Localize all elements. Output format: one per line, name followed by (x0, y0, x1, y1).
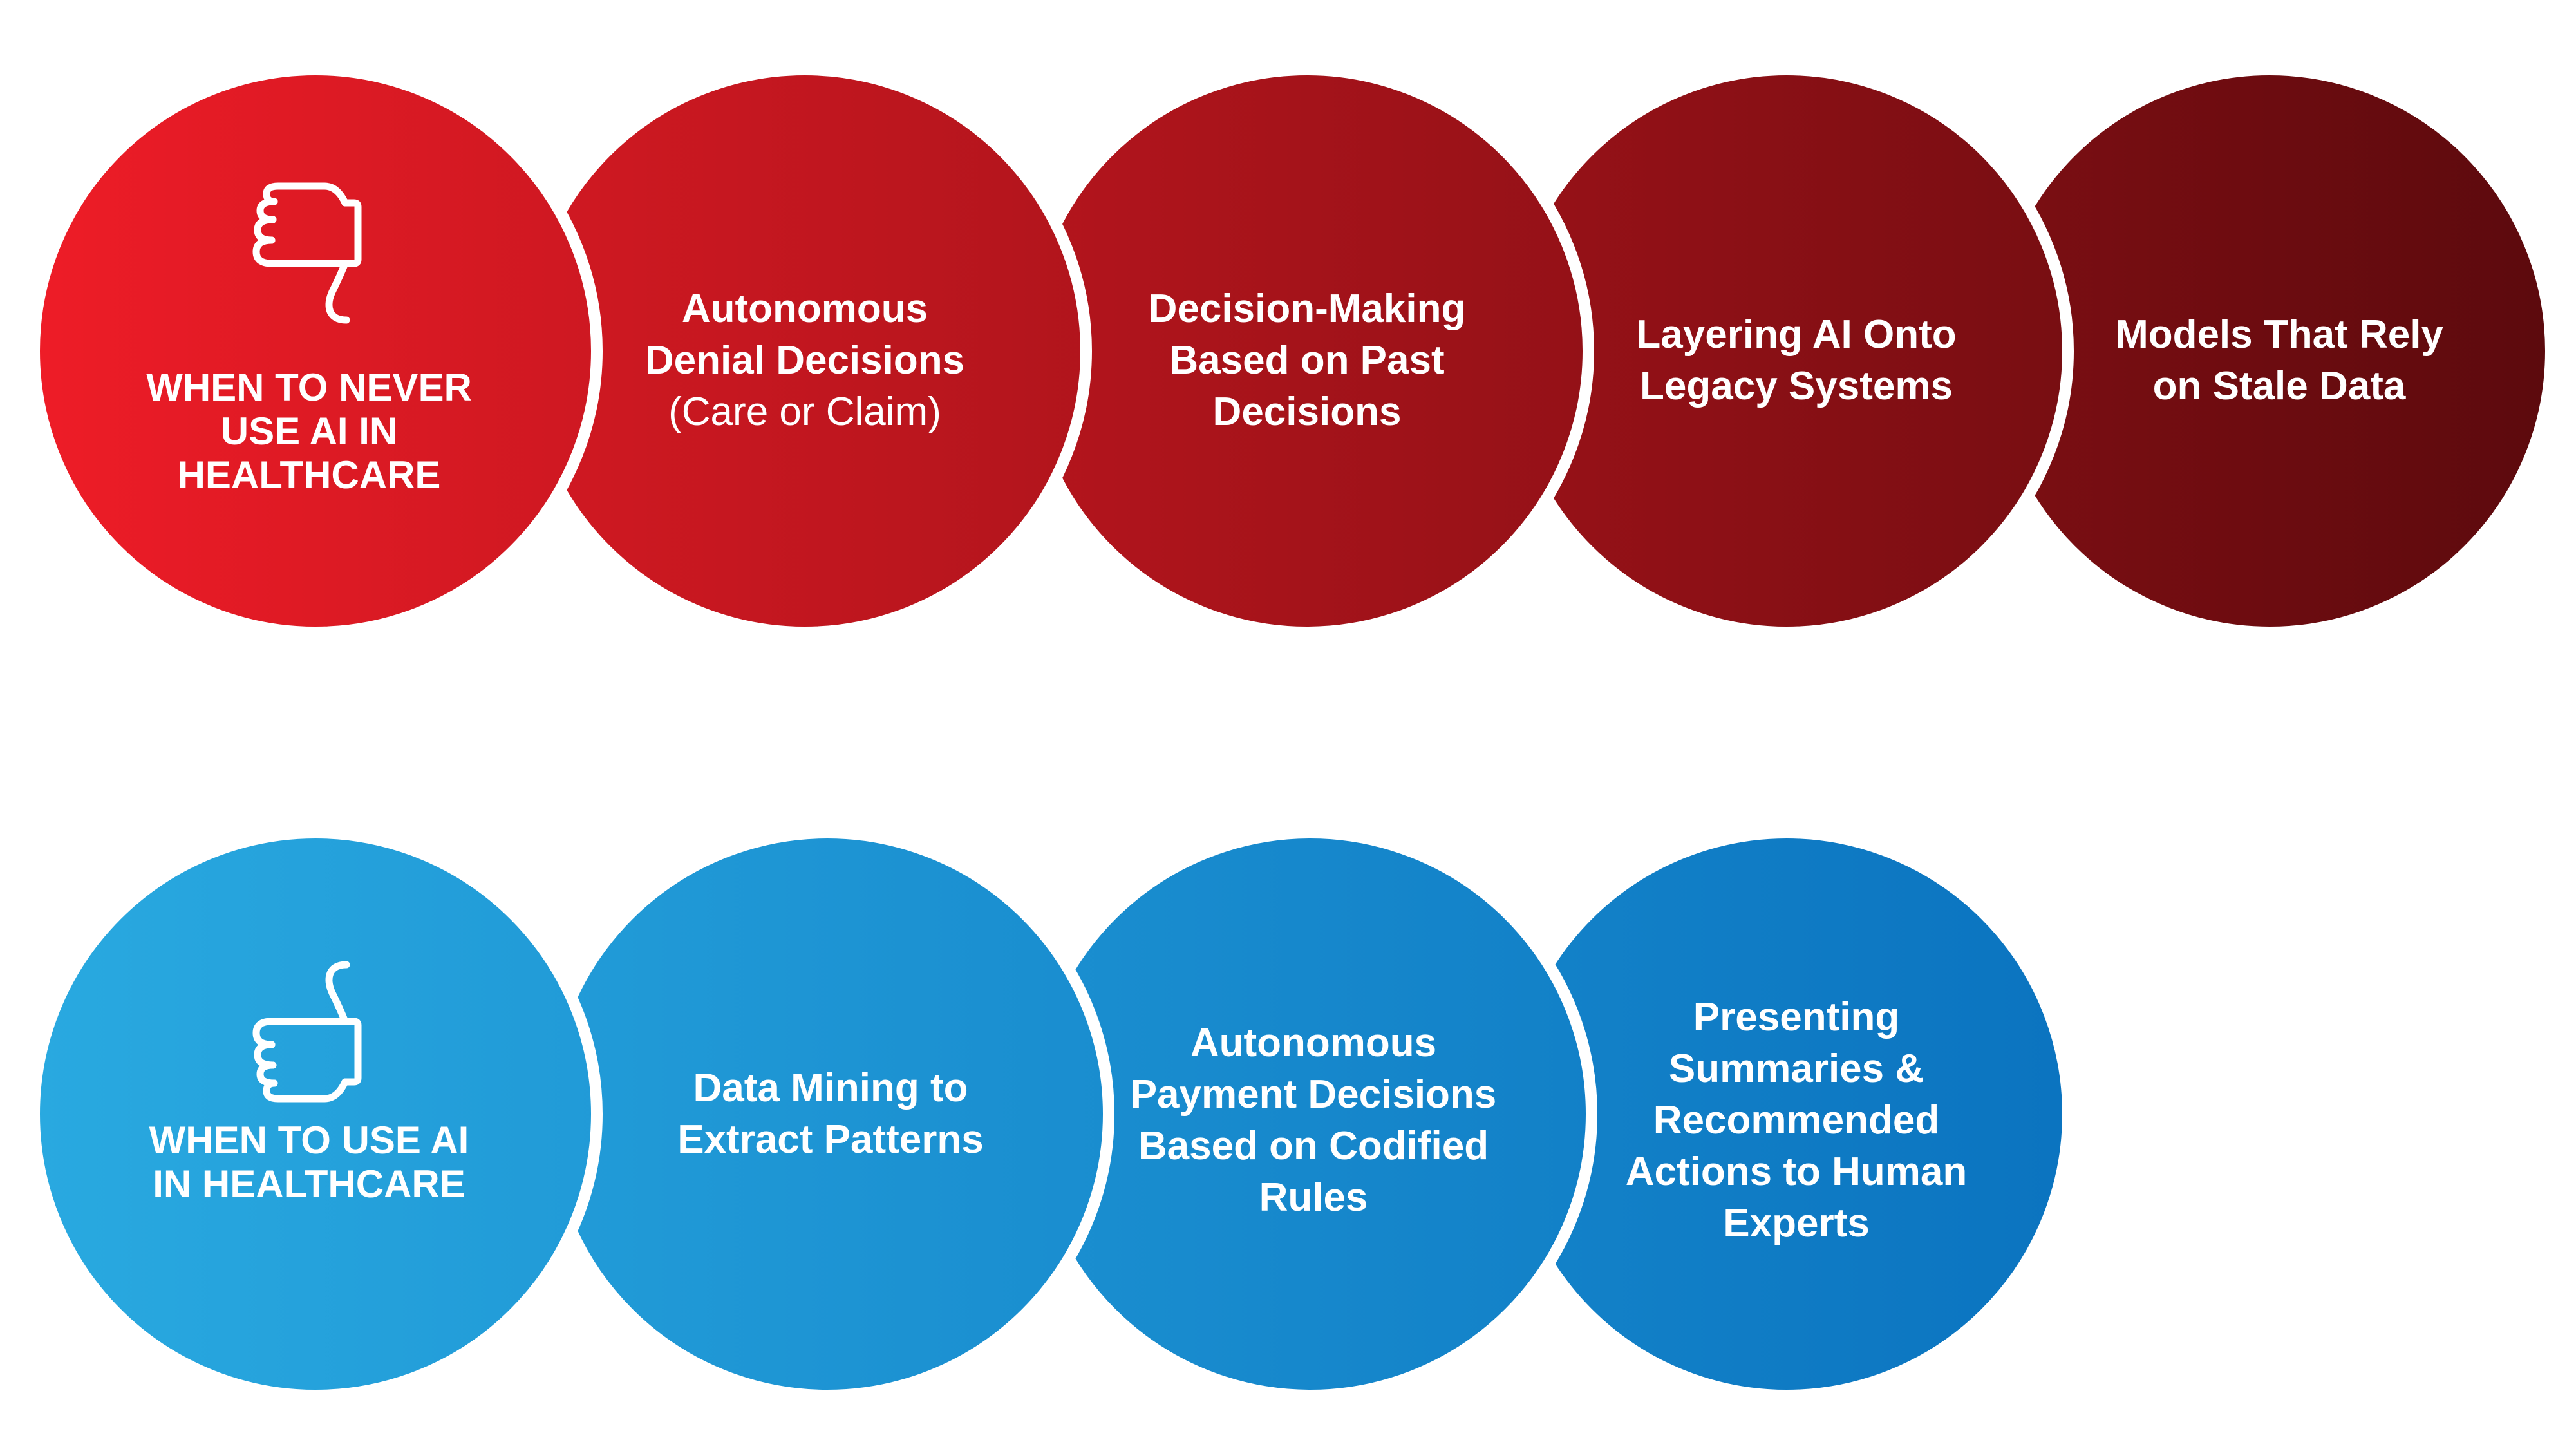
label-data-mining: Data Mining to Extract Patterns (637, 1056, 1024, 1172)
circle-never-use-ai (28, 64, 603, 638)
heading-line: WHEN TO NEVER (146, 366, 472, 409)
label-line: Layering AI Onto (1636, 312, 1957, 357)
label-past-decisions: Decision-Making Based on Past Decisions (1107, 277, 1507, 444)
label-line: Recommended (1653, 1098, 1940, 1142)
heading-line: HEALTHCARE (177, 453, 441, 497)
label-line: Actions to Human (1625, 1150, 1968, 1194)
use-ai-heading: WHEN TO USE AI IN HEALTHCARE (129, 1114, 489, 1211)
label-line: Decision-Making (1148, 287, 1466, 331)
label-stale-data: Models That Rely on Stale Data (2080, 303, 2479, 419)
label-line: Presenting (1693, 995, 1900, 1039)
label-line: Based on Codified (1138, 1124, 1489, 1168)
thumbs-down-icon (252, 182, 362, 324)
label-line: Denial Decisions (644, 338, 965, 383)
heading-line: WHEN TO USE AI (149, 1119, 469, 1162)
label-line: Rules (1259, 1175, 1368, 1220)
bottom-row-circles (28, 827, 2074, 1401)
circle-use-ai (28, 827, 603, 1401)
label-line: Experts (1723, 1201, 1870, 1245)
label-line: Summaries & (1668, 1046, 1924, 1091)
label-line: Data Mining to (693, 1066, 968, 1110)
label-line: on Stale Data (2152, 364, 2406, 408)
label-line: Payment Decisions (1130, 1072, 1497, 1117)
label-subtitle: (Care or Claim) (668, 390, 941, 434)
label-line: Autonomous (681, 287, 928, 331)
label-denial-decisions: Autonomous Denial Decisions (Care or Cla… (599, 270, 1011, 451)
heading-line: IN HEALTHCARE (153, 1162, 465, 1206)
heading-line: USE AI IN (220, 410, 398, 453)
label-line: Extract Patterns (677, 1117, 984, 1162)
thumbs-up-icon (252, 961, 362, 1103)
label-line: Based on Past (1169, 338, 1445, 383)
label-payment-decisions: Autonomous Payment Decisions Based on Co… (1114, 1011, 1513, 1230)
label-line: Models That Rely (2115, 312, 2443, 357)
label-line: Decisions (1212, 390, 1402, 434)
label-summaries: Presenting Summaries & Recommended Actio… (1590, 992, 2002, 1249)
label-legacy-systems: Layering AI Onto Legacy Systems (1597, 303, 1996, 419)
label-line: Legacy Systems (1640, 364, 1953, 408)
never-use-ai-heading: WHEN TO NEVER USE AI IN HEALTHCARE (129, 361, 489, 502)
label-line: Autonomous (1190, 1021, 1437, 1065)
top-row-circles (28, 64, 2557, 638)
